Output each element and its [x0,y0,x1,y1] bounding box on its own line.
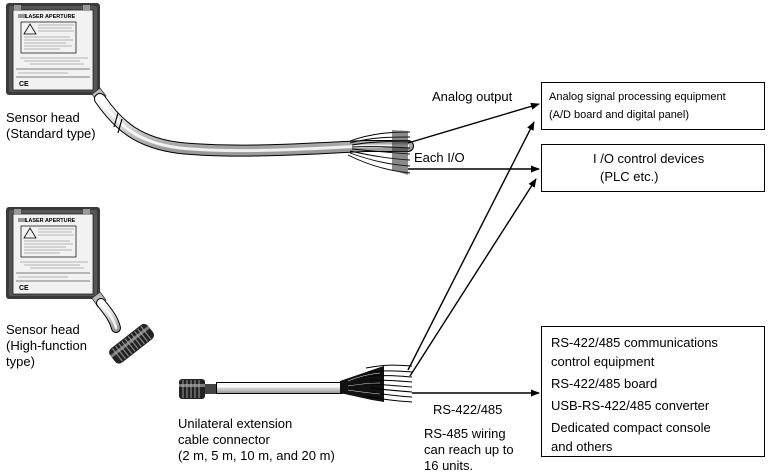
sensor-high-function-label-line1: Sensor head [6,322,80,337]
sensor-high-function-label-line3: type) [6,354,35,369]
analog-output-label: Analog output [432,89,513,104]
high-function-connector [91,291,155,364]
rs-box-line5: Dedicated compact console [551,420,711,435]
sensor-high-function-label-line2: (High-function [6,338,87,353]
extension-cable-label-line3: (2 m, 5 m, 10 m, and 20 m) [178,448,335,463]
svg-text:CE: CE [19,81,29,88]
rs-box-line2: control equipment [551,354,655,369]
analog-output-arrow [407,102,540,144]
sensor-standard-label-line1: Sensor head [6,110,80,125]
io-devices-box: I /O control devices (PLC etc.) [541,144,765,192]
sensor-high-function-plate-text: LASER APERTURE [25,218,76,224]
rs-box-line4: USB-RS-422/485 converter [551,398,710,413]
analog-box-line1: Analog signal processing equipment [549,91,726,103]
rs485-note-line3: 16 units. [424,458,474,473]
rs-to-analog-arrow [407,121,535,371]
rs-to-io-arrow [409,178,537,377]
extension-cable-label-line1: Unilateral extension [178,416,293,431]
rs-box-line1: RS-422/485 communications [551,335,718,350]
sensor-head-high-function-icon: CE [6,207,100,299]
extension-cable [179,364,413,403]
rs485-note-line2: can reach up to [424,442,514,457]
rs-box-line3: RS-422/485 board [551,376,658,391]
rs-422-485-label: RS-422/485 [433,402,503,417]
each-io-label: Each I/O [414,150,465,165]
sensor-head-standard-icon: CE [6,3,100,95]
rs485-note-line1: RS-485 wiring [424,426,506,441]
sensor-standard-label-line2: (Standard type) [6,126,96,141]
rs-box-line6: and others [551,439,613,454]
extension-cable-label-line2: cable connector [178,432,270,447]
standard-sensor-cable [91,87,414,175]
signal-arrows [407,102,540,397]
analog-equipment-box: Analog signal processing equipment (A/D … [541,82,765,130]
sensor-standard-plate-text: LASER APERTURE [25,14,76,20]
rs-equipment-box: RS-422/485 communications control equipm… [541,326,765,457]
io-box-line1: I /O control devices [593,151,705,166]
io-box-line2: (PLC etc.) [600,169,659,184]
analog-box-line2: (A/D board and digital panel) [549,109,690,121]
svg-text:CE: CE [19,285,29,292]
